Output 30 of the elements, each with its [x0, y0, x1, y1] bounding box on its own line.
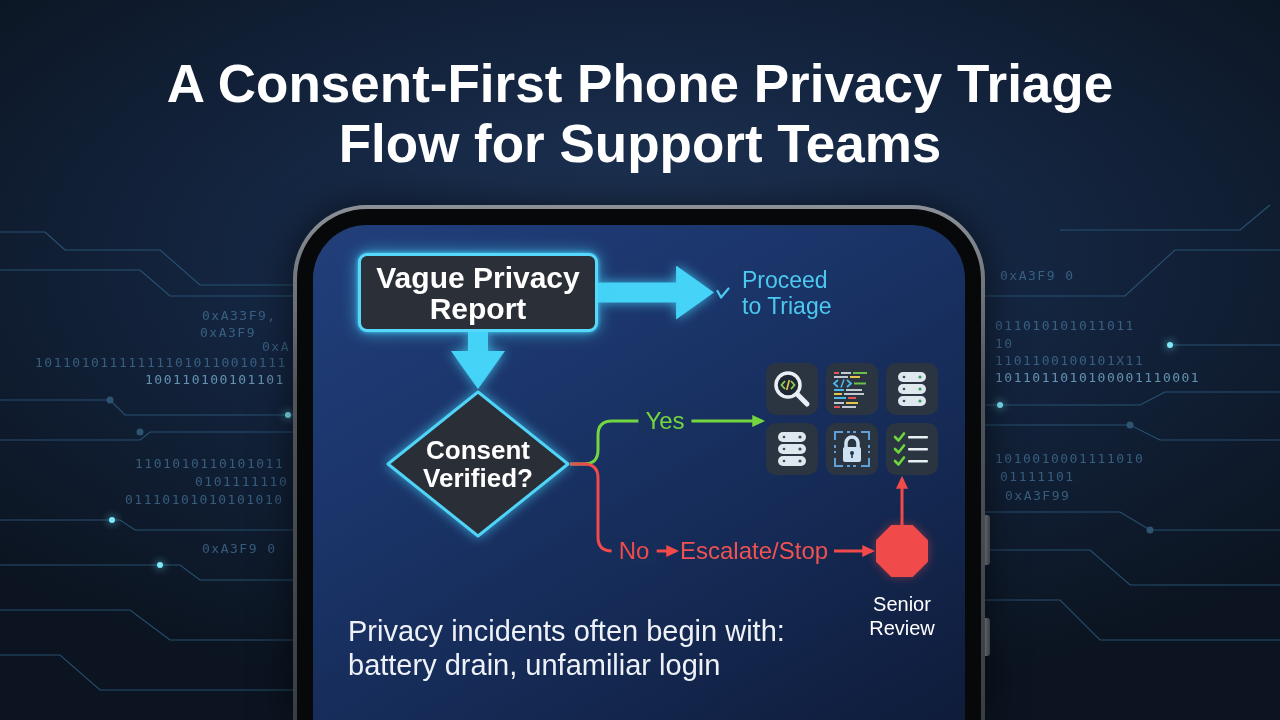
code-text: 0101111110: [195, 474, 289, 490]
code-text: 1101010110101011: [135, 456, 285, 472]
code-text: 1101100100101X11: [995, 353, 1145, 369]
note-text: Privacy incidents often begin with: battery drain, unfamiliar login: [348, 614, 786, 682]
process-text: Vague Privacy Report: [375, 261, 581, 324]
question-text: Consent Verified?: [422, 436, 534, 492]
code-text: 101101011111111010110010111: [35, 355, 287, 371]
process-box: [358, 253, 598, 332]
code-text: 01110101010101010: [125, 492, 284, 508]
outcome-text: Proceed to Triage: [742, 267, 833, 319]
edge-label: Yes: [638, 407, 692, 435]
code-text: 01111101: [1000, 469, 1075, 485]
code-text: 011010101011011: [995, 318, 1135, 334]
code-text: 0xA: [262, 339, 290, 355]
code-text: 10: [995, 336, 1014, 352]
code-text: 1011011010100001110001: [995, 370, 1201, 386]
code-text: 100110100101101: [145, 372, 285, 388]
branch-arrow: [834, 545, 876, 557]
code-text: 0xA3F9 0: [202, 541, 277, 557]
branch-arrow: [896, 475, 908, 525]
flow-arrow: [451, 332, 505, 390]
title: A Consent-First Phone Privacy Triage Flow for Support Teams: [165, 54, 1115, 174]
code-text: 0xA33F9,: [202, 308, 277, 324]
code-text: 1010010001111010: [995, 451, 1145, 467]
code-text: 0xA3F9 0: [1000, 268, 1075, 284]
flow-arrow: [598, 265, 715, 320]
caption-text: Senior Review: [868, 592, 936, 640]
code-text: 0xA3F99: [1005, 488, 1071, 504]
code-text: 0xA3F9: [200, 325, 256, 341]
step-text: Escalate/Stop: [676, 537, 834, 565]
